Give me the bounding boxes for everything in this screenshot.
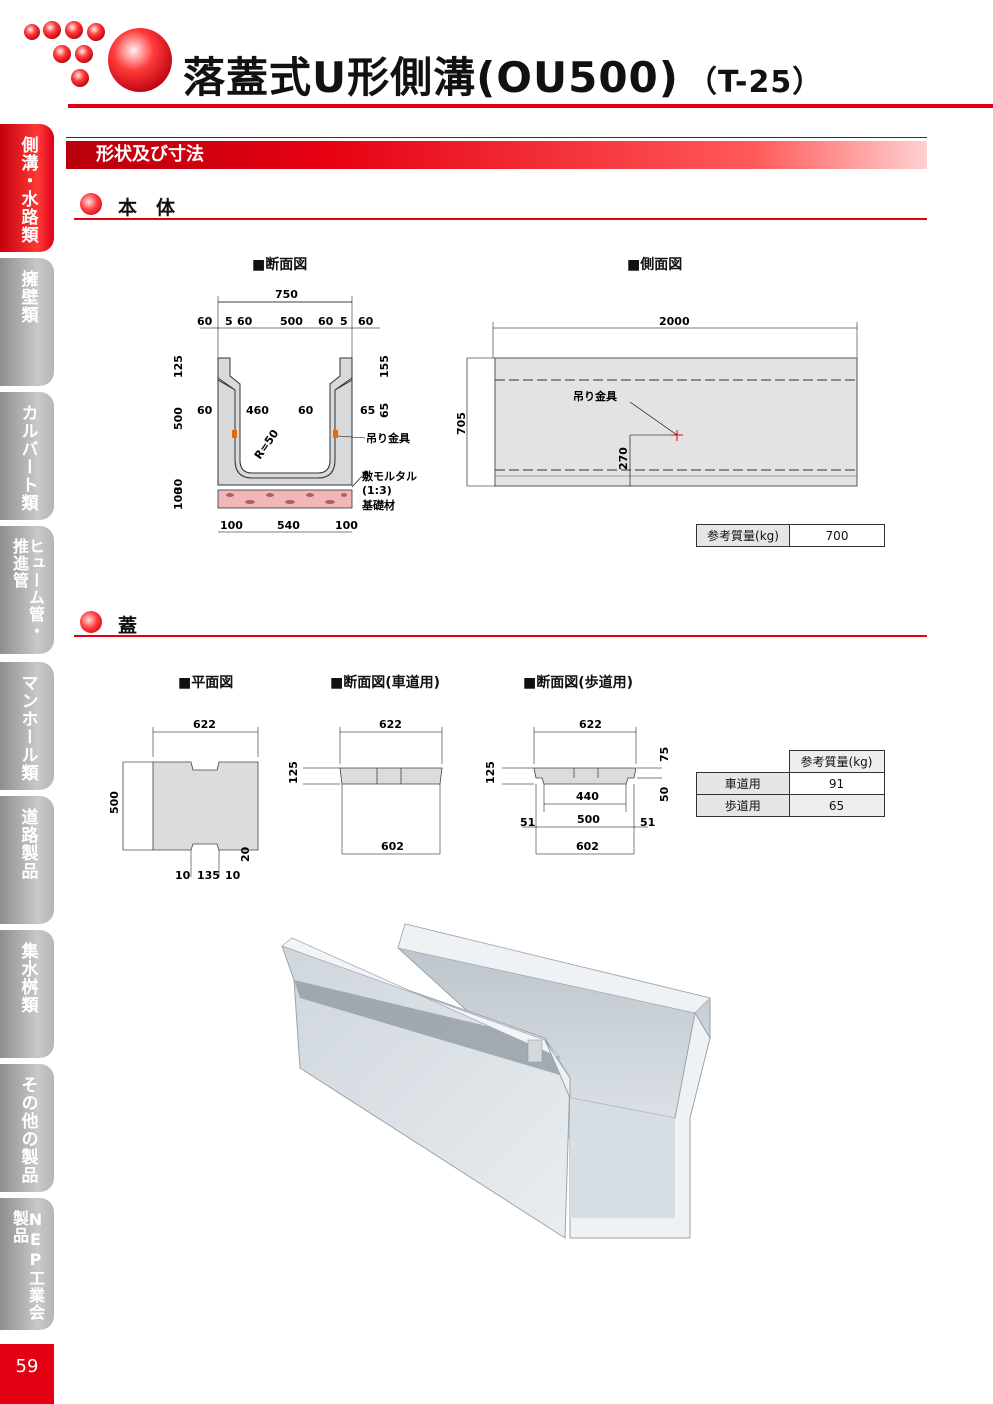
dim-2000: 2000: [659, 315, 690, 328]
dim-125-road: 125: [287, 761, 300, 784]
dim-75: 75: [658, 747, 671, 762]
dim-60-right2: 60: [358, 315, 374, 328]
dim-5-right: 5: [340, 315, 348, 328]
dim-602-walk: 602: [576, 840, 599, 853]
dim-60-left2: 60: [237, 315, 253, 328]
dim-500-h: 500: [172, 407, 185, 430]
dim-440: 440: [576, 790, 599, 803]
side-view-title: ■側面図: [627, 257, 683, 273]
dim-135: 135: [197, 869, 220, 882]
side-tab-culvert[interactable]: カルバート類: [0, 392, 54, 520]
hook-label: 吊り金具: [366, 431, 410, 445]
dim-60-left: 60: [197, 315, 213, 328]
side-tab-gutter[interactable]: 側溝・水路類: [0, 124, 54, 252]
header-rule: [68, 104, 993, 108]
plan-view-title: ■平面図: [178, 675, 234, 691]
dim-125: 125: [172, 355, 185, 378]
dim-125-walk: 125: [484, 761, 497, 784]
dim-622: 622: [193, 718, 216, 731]
banner-rule: [66, 137, 927, 138]
dim-500: 500: [280, 315, 303, 328]
lid-weight-road-value: 91: [788, 772, 885, 795]
page-title: 落蓋式U形側溝(OU500)（T-25）: [183, 53, 824, 102]
lid-heading-rule: [74, 635, 927, 637]
side-tab-catch-basin[interactable]: 集水桝類: [0, 930, 54, 1058]
brand-logo: [24, 21, 172, 92]
lid-weight-table: 参考質量(kg) 車道用 91 歩道用 65: [696, 750, 885, 817]
body-side-view-drawing: 2000 705 270 吊り金具: [455, 315, 858, 487]
dim-60-right: 60: [318, 315, 334, 328]
bullet-icon: [80, 193, 102, 215]
dim-10-left: 10: [175, 869, 191, 882]
side-tab-other-products[interactable]: その他の製品: [0, 1064, 54, 1192]
dim-100-bottom-left: 100: [220, 519, 243, 532]
dim-65-v: 65: [378, 403, 391, 418]
side-tab-retaining-wall[interactable]: 擁壁類: [0, 258, 54, 386]
dim-622-road: 622: [379, 718, 402, 731]
dim-750: 750: [275, 288, 298, 301]
side-tab-road-products[interactable]: 道路製品: [0, 796, 54, 924]
dim-540: 540: [277, 519, 300, 532]
side-tab-hume-pipe[interactable]: ヒューム管・推進管: [0, 526, 54, 654]
lid-plan-drawing: 622 500 10 135 10 20: [108, 718, 259, 882]
dim-60-inner-right: 60: [298, 404, 314, 417]
base-label: 基礎材: [361, 498, 395, 512]
dim-100: 100: [172, 487, 185, 510]
lid-weight-walk-name: 歩道用: [696, 794, 790, 817]
lid-weight-header: 参考質量(kg): [788, 750, 885, 773]
dim-155: 155: [378, 355, 391, 378]
dim-60-inner-left: 60: [197, 404, 213, 417]
dim-622-walk: 622: [579, 718, 602, 731]
lid-walk-section-drawing: 622 125 75 50 440 500 51 51 602: [484, 718, 671, 855]
dim-65: 65: [360, 404, 375, 417]
dim-20: 20: [239, 846, 252, 862]
mortar-label: 敷モルタル: [362, 469, 417, 483]
dim-50: 50: [658, 786, 671, 802]
body-heading-rule: [74, 218, 927, 220]
dim-51-left: 51: [520, 816, 535, 829]
dim-5-left: 5: [225, 315, 233, 328]
dim-100-bottom-right: 100: [335, 519, 358, 532]
body-cross-section-drawing: 750 60 5 60 500 60 5 60 125 500 30 100 1…: [172, 288, 417, 533]
body-weight-label: 参考質量(kg): [696, 524, 790, 547]
mortar-ratio-label: (1:3): [362, 484, 392, 497]
dim-10-right: 10: [225, 869, 241, 882]
page-number: 59: [0, 1344, 54, 1404]
dim-500-plan: 500: [108, 791, 121, 814]
lid-road-section-drawing: 622 125 602: [287, 718, 443, 855]
lid-weight-road-name: 車道用: [696, 772, 790, 795]
dim-30: 30: [172, 478, 185, 494]
dim-51-right: 51: [640, 816, 655, 829]
bullet-icon: [80, 611, 102, 633]
lid-heading: 蓋: [118, 615, 138, 637]
product-photo: [281, 923, 711, 1239]
dim-270: 270: [617, 447, 630, 470]
walk-section-title: ■断面図(歩道用): [523, 675, 634, 691]
lid-weight-walk-value: 65: [788, 794, 885, 817]
body-weight-table: 参考質量(kg) 700: [696, 524, 885, 547]
side-tab-nep-products[interactable]: NEP工業会製品: [0, 1198, 54, 1330]
dim-602-road: 602: [381, 840, 404, 853]
body-heading: 本 体: [118, 197, 176, 219]
dim-460: 460: [246, 404, 269, 417]
cross-section-title: ■断面図: [252, 257, 308, 273]
dim-705: 705: [455, 412, 468, 435]
side-tab-manhole[interactable]: マンホール類: [0, 662, 54, 790]
dim-500-walk: 500: [577, 813, 600, 826]
side-hook-label: 吊り金具: [573, 389, 617, 403]
body-weight-value: 700: [789, 524, 885, 547]
road-section-title: ■断面図(車道用): [330, 675, 441, 691]
section-banner: 形状及び寸法: [66, 141, 927, 169]
